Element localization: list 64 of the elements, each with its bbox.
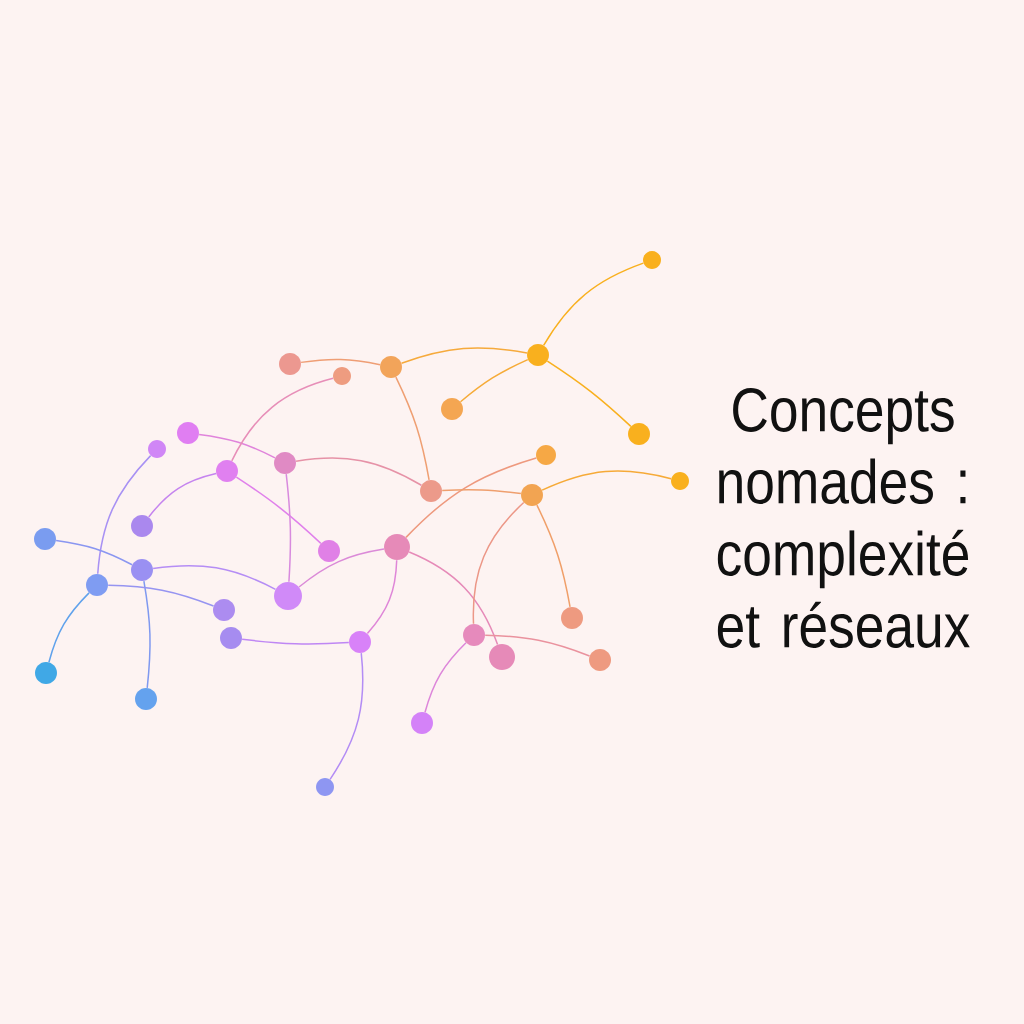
network-node <box>213 599 235 621</box>
network-node <box>216 460 238 482</box>
connector-line <box>241 638 350 645</box>
connector-line <box>295 457 423 486</box>
connector-line <box>408 551 499 646</box>
network-node <box>411 712 433 734</box>
network-node <box>279 353 301 375</box>
network-node <box>318 540 340 562</box>
network-node <box>274 582 302 610</box>
network-node <box>527 344 549 366</box>
connector-line <box>541 470 672 491</box>
connector-line <box>235 476 322 545</box>
connector-line <box>546 360 632 428</box>
network-node <box>131 559 153 581</box>
connector-line <box>366 559 398 635</box>
connector-line <box>424 642 467 713</box>
network-node <box>489 644 515 670</box>
connector-line <box>152 564 277 591</box>
network-node <box>463 624 485 646</box>
connector-line <box>300 358 381 366</box>
network-node <box>384 534 410 560</box>
network-node <box>333 367 351 385</box>
network-node <box>561 607 583 629</box>
connector-line <box>536 504 571 608</box>
network-node <box>177 422 199 444</box>
network-node <box>349 631 371 653</box>
network-node <box>671 472 689 490</box>
network-node <box>380 356 402 378</box>
connector-line <box>441 489 522 495</box>
network-node <box>441 398 463 420</box>
connector-line <box>148 472 217 518</box>
connector-line <box>55 539 133 566</box>
connector-line <box>484 634 591 657</box>
connector-line <box>459 358 529 403</box>
network-node <box>220 627 242 649</box>
connector-line <box>143 580 151 689</box>
connector-line <box>107 584 215 607</box>
network-node <box>536 445 556 465</box>
network-node <box>316 778 334 796</box>
network-node <box>34 528 56 550</box>
network-node <box>521 484 543 506</box>
network-node <box>131 515 153 537</box>
connector-line <box>400 347 528 364</box>
connector-line <box>405 457 537 539</box>
connector-line <box>472 501 525 625</box>
connector-line <box>48 592 90 663</box>
network-node <box>420 480 442 502</box>
connector-line <box>395 376 430 481</box>
connector-line <box>231 377 334 462</box>
network-node <box>135 688 157 710</box>
network-node <box>148 440 166 458</box>
network-node <box>589 649 611 671</box>
connector-line <box>97 454 152 575</box>
connector-line <box>285 473 292 583</box>
network-node <box>643 251 661 269</box>
connector-line <box>198 433 276 459</box>
network-node <box>274 452 296 474</box>
connector-line <box>329 652 364 781</box>
network-node <box>86 574 108 596</box>
connector-line <box>298 548 385 588</box>
connector-line <box>542 262 645 347</box>
network-node <box>35 662 57 684</box>
title: Concepts nomades : complexité et réseaux <box>717 388 970 648</box>
network-node <box>628 423 650 445</box>
